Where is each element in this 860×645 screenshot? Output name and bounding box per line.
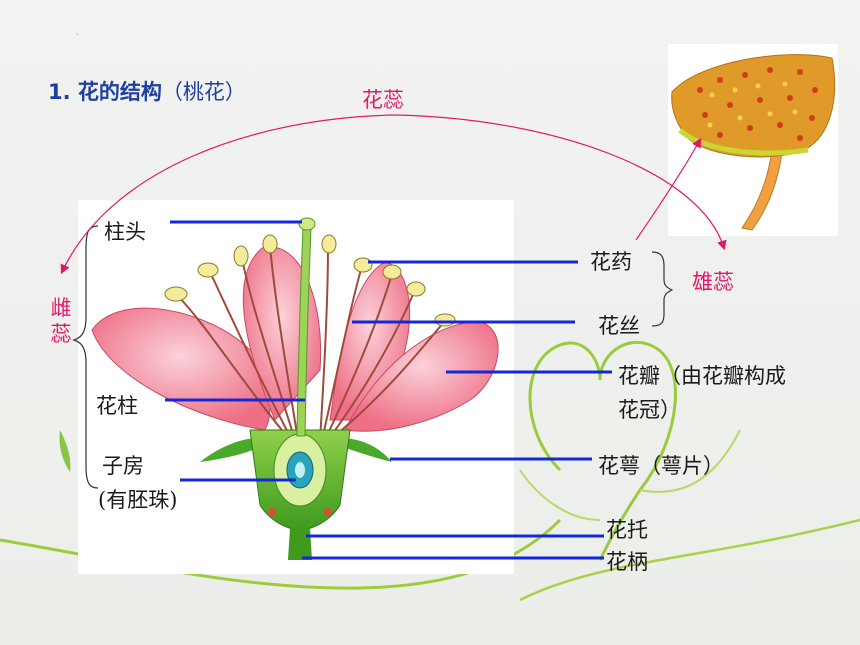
title-paren: （桃花） [161, 80, 246, 104]
label-stigma: 柱头 [104, 220, 146, 244]
label-filament: 花丝 [598, 314, 640, 338]
sepal-right [340, 438, 392, 462]
label-anther: 花药 [590, 250, 632, 274]
arrow-to-pistil [60, 114, 396, 275]
label-style: 花柱 [96, 394, 138, 418]
label-petal-line1: 花瓣（由花瓣构成 [618, 364, 786, 388]
decorative-dot: · [76, 30, 79, 39]
label-petal-line2: 花冠） [618, 398, 681, 422]
title-main: 花的结构 [77, 80, 162, 104]
label-ovary: 子房 [102, 454, 144, 478]
label-pedicel: 花柄 [606, 550, 648, 574]
label-ovule-note: (有胚珠) [98, 488, 178, 512]
page-title: 1. 花的结构（桃花） [48, 76, 246, 106]
label-receptacle: 花托 [606, 518, 648, 542]
label-pistil: 雌蕊 [50, 296, 72, 346]
label-male-stamen: 雄蕊 [692, 270, 734, 294]
style-column [296, 227, 312, 437]
stamen-brace [651, 251, 674, 327]
petal-right [344, 321, 499, 432]
pistil-brace [72, 225, 99, 489]
title-number: 1. [48, 80, 71, 104]
sepal-left [200, 438, 262, 462]
stigma-shape [298, 217, 316, 231]
label-stamen-group: 花蕊 [362, 88, 404, 112]
arrow-to-closeup [635, 137, 702, 241]
label-sepal: 花萼（萼片） [598, 454, 724, 478]
arrow-to-stamen [394, 114, 727, 251]
